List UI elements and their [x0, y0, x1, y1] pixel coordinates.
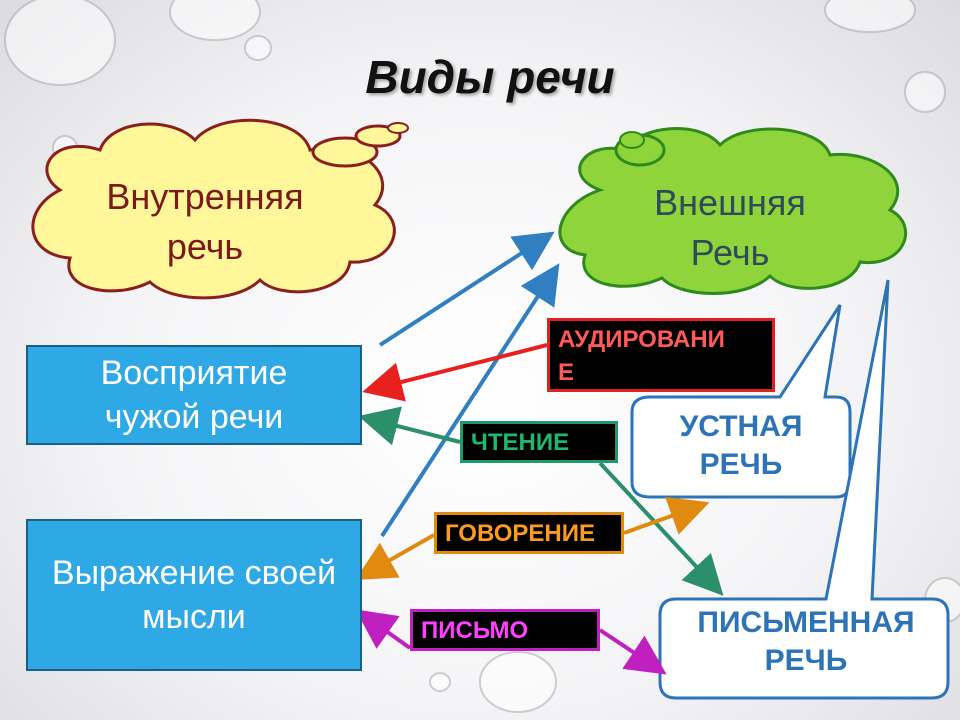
written-line1: ПИСЬМЕННАЯ [697, 606, 915, 639]
arrows [355, 231, 750, 675]
written-callout-shape [658, 279, 950, 700]
written-speech-callout [658, 279, 950, 700]
droplet [169, 0, 261, 41]
speaking-to-oral-arrow [623, 496, 710, 535]
written-line2: РЕЧЬ [764, 644, 848, 677]
inner-speech-label: Внутренняя речь [60, 172, 350, 272]
outer-speech-line1: Внешняя [654, 182, 806, 223]
oral-line2: РЕЧЬ [699, 448, 783, 481]
reading-arrow [358, 406, 461, 446]
oral-speech-label: УСТНАЯ РЕЧЬ [638, 408, 844, 484]
perception-line2: чужой речи [104, 398, 284, 436]
written-speech-label: ПИСЬМЕННАЯ РЕЧЬ [668, 604, 944, 680]
inner-speech-line2: речь [166, 226, 244, 267]
writing-tag: ПИСЬМО [410, 609, 600, 651]
expression-to-external-arrow [380, 263, 560, 538]
outer-speech-line2: Речь [690, 232, 770, 273]
background-droplets [4, 0, 960, 713]
speaking-tag: ГОВОРЕНИЕ [434, 512, 624, 554]
expression-box: Выражение своей мысли [26, 519, 362, 671]
perception-line1: Восприятие [100, 354, 288, 392]
inner-speech-cloud [31, 118, 409, 300]
droplet [479, 651, 557, 713]
writing-to-written-arrow [598, 628, 667, 675]
perception-to-external-arrow [378, 231, 555, 347]
oral-speech-callout [630, 304, 852, 499]
droplet [824, 0, 916, 33]
outer-speech-label: Внешняя Речь [590, 178, 870, 278]
oral-callout-shape [630, 304, 852, 499]
writing-arrow [355, 609, 412, 650]
thought-bubble [619, 131, 645, 149]
thought-bubble [387, 122, 409, 134]
droplet [4, 0, 116, 86]
speaking-arrow [355, 533, 435, 580]
listening-tag: АУДИРОВАНИ Е [547, 318, 775, 392]
listening-arrow [362, 343, 548, 402]
reading-to-written-arrow [598, 461, 724, 596]
expression-line2: мысли [142, 598, 246, 636]
perception-box: Восприятие чужой речи [26, 345, 362, 445]
inner-speech-line1: Внутренняя [106, 176, 304, 217]
droplet [244, 35, 272, 61]
reading-tag: ЧТЕНИЕ [460, 421, 618, 463]
outer-cloud-shape [558, 127, 908, 295]
listening-line2: Е [558, 359, 575, 386]
thought-bubble [311, 136, 379, 168]
droplet [429, 672, 451, 692]
inner-cloud-shape [31, 118, 396, 300]
slide-title: Виды речи [365, 51, 615, 103]
droplet [904, 71, 946, 113]
oral-line1: УСТНАЯ [679, 410, 803, 443]
expression-line1: Выражение своей [51, 554, 337, 592]
outer-speech-cloud [558, 127, 908, 295]
listening-line1: АУДИРОВАНИ [558, 326, 725, 353]
